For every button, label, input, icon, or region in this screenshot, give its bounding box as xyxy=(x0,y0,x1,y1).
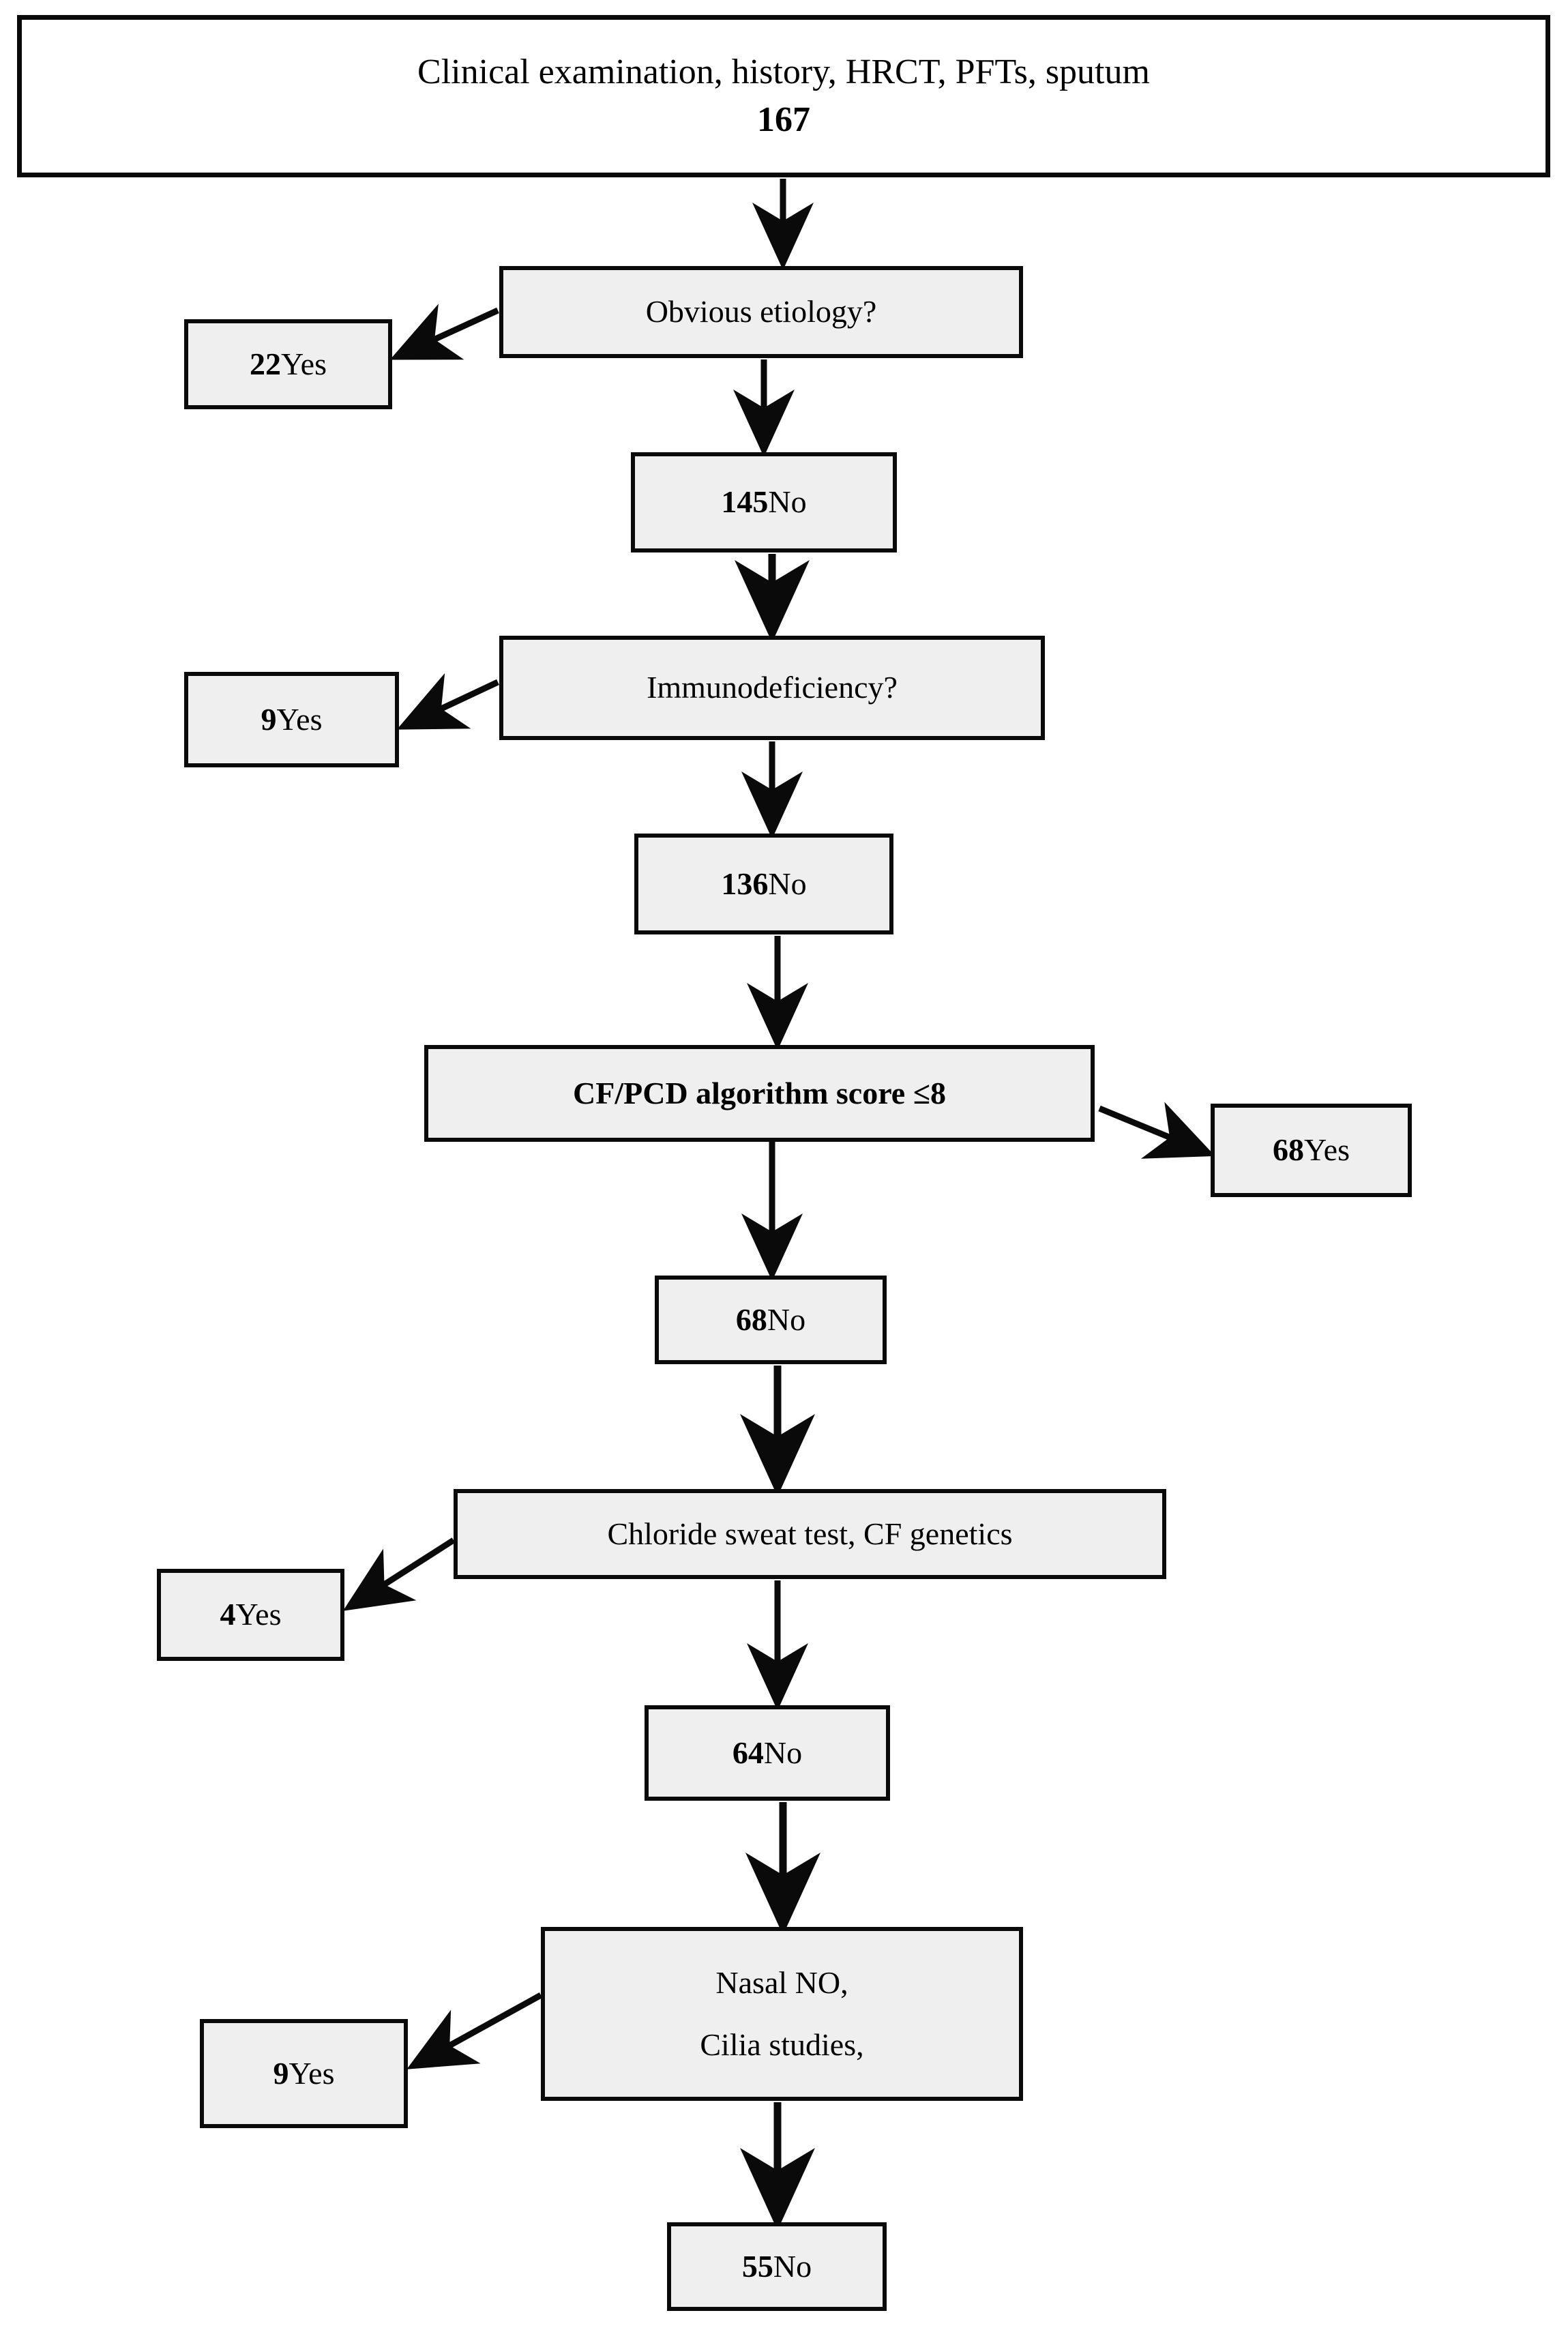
node-immuno-no[interactable]: 136 No xyxy=(634,834,893,934)
sweat-yes-answer: Yes xyxy=(235,1597,282,1632)
obvious-no-count: 145 xyxy=(721,484,769,520)
immuno-yes-count: 9 xyxy=(261,701,277,737)
node-obvious-etiology[interactable]: Obvious etiology? xyxy=(499,266,1023,358)
nasal-yes-count: 9 xyxy=(273,2055,289,2091)
node-nasal-no-cilia[interactable]: Nasal NO, Cilia studies, xyxy=(541,1927,1023,2101)
sweat-yes-count: 4 xyxy=(220,1597,236,1632)
obvious-yes-answer: Yes xyxy=(281,346,327,381)
cf-pcd-score-label: CF/PCD algorithm score ≤8 xyxy=(573,1075,946,1110)
root-count: 167 xyxy=(757,100,810,139)
obvious-etiology-label: Obvious etiology? xyxy=(645,294,877,329)
node-cf-pcd-no[interactable]: 68 No xyxy=(655,1276,887,1364)
node-cf-pcd-yes[interactable]: 68 Yes xyxy=(1211,1104,1412,1197)
node-immunodeficiency[interactable]: Immunodeficiency? xyxy=(499,636,1045,740)
immuno-no-answer: No xyxy=(768,866,807,901)
node-obvious-no[interactable]: 145 No xyxy=(631,452,897,552)
cf-pcd-yes-count: 68 xyxy=(1273,1132,1305,1168)
cilia-studies-line2: Cilia studies, xyxy=(700,2027,864,2062)
node-sweat-test[interactable]: Chloride sweat test, CF genetics xyxy=(454,1489,1166,1579)
cf-pcd-no-answer: No xyxy=(767,1301,806,1337)
obvious-no-answer: No xyxy=(768,484,807,520)
immuno-no-count: 136 xyxy=(721,866,769,901)
sweat-no-answer: No xyxy=(763,1735,803,1770)
root-title: Clinical examination, history, HRCT, PFT… xyxy=(417,52,1150,91)
nasal-no-result-count: 55 xyxy=(741,2248,773,2284)
node-cf-pcd-score[interactable]: CF/PCD algorithm score ≤8 xyxy=(424,1045,1095,1142)
nasal-no-result-answer: No xyxy=(773,2248,812,2284)
node-obvious-yes[interactable]: 22 Yes xyxy=(184,319,392,409)
sweat-no-count: 64 xyxy=(732,1735,764,1770)
nasal-no-line1: Nasal NO, xyxy=(715,1965,848,2001)
cf-pcd-yes-answer: Yes xyxy=(1304,1132,1350,1168)
immunodeficiency-label: Immunodeficiency? xyxy=(647,670,898,705)
obvious-yes-count: 22 xyxy=(250,346,282,381)
node-sweat-no[interactable]: 64 No xyxy=(645,1705,890,1801)
node-root[interactable]: Clinical examination, history, HRCT, PFT… xyxy=(17,15,1550,177)
node-sweat-yes[interactable]: 4 Yes xyxy=(157,1569,344,1661)
immuno-yes-answer: Yes xyxy=(276,701,323,737)
nasal-yes-answer: Yes xyxy=(289,2055,335,2091)
sweat-test-label: Chloride sweat test, CF genetics xyxy=(607,1516,1013,1551)
node-immuno-yes[interactable]: 9 Yes xyxy=(184,672,399,767)
node-nasal-no-result[interactable]: 55 No xyxy=(667,2222,887,2311)
cf-pcd-no-count: 68 xyxy=(735,1301,767,1337)
node-nasal-yes[interactable]: 9 Yes xyxy=(200,2019,408,2128)
